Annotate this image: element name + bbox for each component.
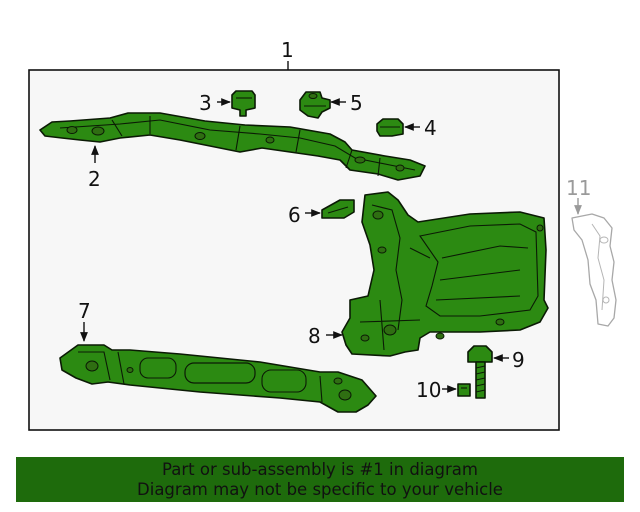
callout-10: 10: [416, 378, 441, 402]
upper-tie-bar[interactable]: [39, 112, 426, 181]
clip-part-4[interactable]: [376, 118, 404, 137]
radiator-support-panel[interactable]: [341, 191, 549, 357]
bolt-part-9[interactable]: [467, 345, 493, 399]
callout-4: 4: [424, 116, 437, 140]
info-banner: Part or sub-assembly is #1 in diagram Di…: [16, 457, 624, 502]
callout-1: 1: [281, 38, 294, 62]
clip-part-3[interactable]: [231, 90, 256, 117]
callout-6: 6: [288, 203, 301, 227]
callout-3: 3: [199, 91, 212, 115]
callout-5: 5: [350, 91, 363, 115]
info-banner-background: [16, 457, 624, 502]
bracket-part-5[interactable]: [299, 91, 331, 119]
callout-9: 9: [512, 348, 525, 372]
ghost-bracket-part-11[interactable]: [571, 213, 617, 327]
clip-part-10[interactable]: [457, 383, 471, 397]
banner-line-2: Diagram may not be specific to your vehi…: [137, 479, 503, 499]
bracket-part-6[interactable]: [321, 199, 355, 219]
callout-7: 7: [78, 299, 91, 323]
callout-11: 11: [566, 176, 591, 200]
callout-8: 8: [308, 324, 321, 348]
banner-line-1: Part or sub-assembly is #1 in diagram: [162, 459, 478, 479]
lower-tie-bar[interactable]: [59, 344, 377, 413]
callout-2: 2: [88, 167, 101, 191]
